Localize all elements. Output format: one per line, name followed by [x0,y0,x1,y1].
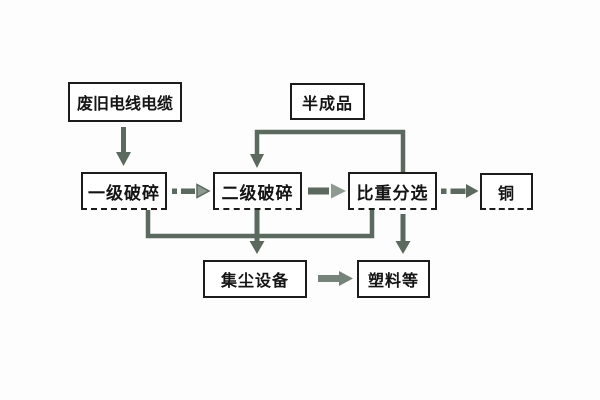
edge-waste-to-primary-arrow [116,127,131,166]
node-dust-collection-equipment: 集尘设备 [203,260,307,298]
node-copper: 铜 [480,173,533,210]
node-primary-crushing-label: 一级破碎 [88,183,160,204]
node-secondary-crushing: 二级破碎 [213,172,302,210]
node-waste-wire-cable: 废旧电线电缆 [68,82,182,122]
edge-secondary-to-dust-arrow [249,210,265,254]
node-semi-finished-product: 半成品 [290,83,365,120]
node-plastics-etc: 塑料等 [357,260,430,298]
node-waste-wire-cable-label: 废旧电线电缆 [76,94,173,113]
node-dust-collection-equipment-label: 集尘设备 [220,271,289,290]
node-gravity-separation-label: 比重分选 [356,183,429,204]
edge-dust-collector-bus [145,210,375,239]
node-primary-crushing: 一级破碎 [81,172,167,210]
node-plastics-etc-label: 塑料等 [367,271,419,290]
edge-gravity-to-copper-arrow [441,184,479,198]
edge-gravity-feedback-to-secondary [250,129,406,172]
edge-primary-to-secondary-arrow [172,183,211,199]
node-secondary-crushing-label: 二级破碎 [221,183,294,204]
edge-dust-to-plastics-arrow [318,271,353,286]
edge-secondary-to-gravity-arrow [308,183,346,199]
node-semi-finished-product-label: 半成品 [301,93,353,113]
node-copper-label: 铜 [497,183,515,203]
node-gravity-separation: 比重分选 [348,172,437,210]
edge-gravity-to-plastics-arrow [395,214,411,254]
